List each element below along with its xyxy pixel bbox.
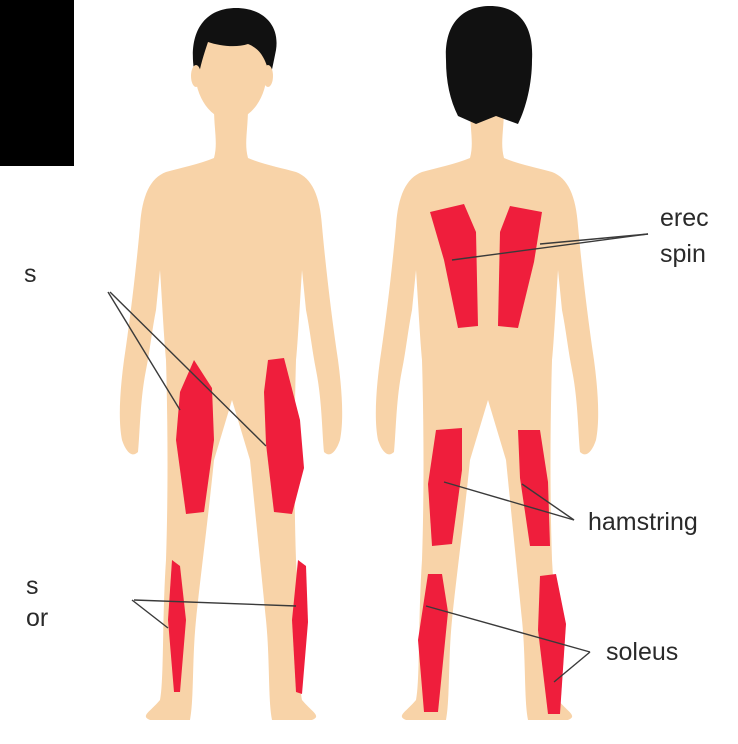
front-ear-left	[191, 65, 201, 87]
back-figure	[376, 6, 598, 720]
front-figure	[120, 8, 342, 720]
label-front-lower-1: s	[26, 574, 39, 599]
black-corner-block	[0, 0, 74, 166]
label-hamstrings: hamstring	[588, 510, 698, 535]
label-soleus: soleus	[606, 640, 678, 665]
front-ear-right	[263, 65, 273, 87]
label-front-lower-2: or	[26, 606, 48, 631]
label-front-upper: s	[24, 262, 37, 287]
label-erector-1: erec	[660, 206, 709, 231]
label-erector-2: spin	[660, 242, 706, 267]
back-hair	[446, 6, 532, 124]
front-body	[120, 108, 342, 720]
leader-tibialis-left	[132, 600, 168, 628]
